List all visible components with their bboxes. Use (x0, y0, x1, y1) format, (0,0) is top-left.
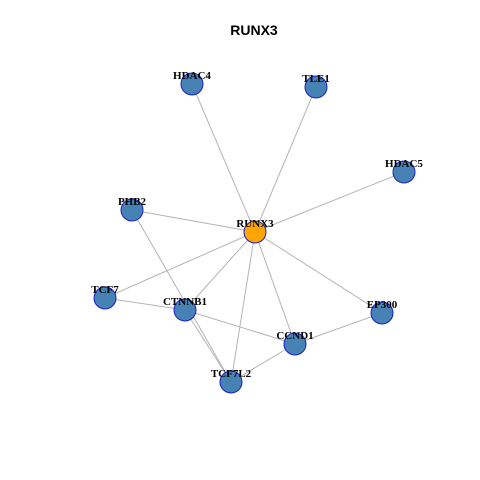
edge-tcf7-ctnnb1 (104, 297, 186, 311)
node-label-tcf7: TCF7 (91, 284, 119, 296)
edge-runx3-ctnnb1 (184, 231, 256, 311)
node-circle-runx3 (243, 220, 267, 244)
edge-runx3-tcf7 (104, 231, 256, 299)
node-circle-hdac5 (392, 160, 416, 184)
edge-ccnd1-tcf7l2 (230, 343, 296, 383)
node-label-phb2: PHB2 (118, 196, 147, 208)
node-runx3: RUNX3 (236, 218, 274, 244)
edge-runx3-hdac5 (254, 171, 405, 233)
node-hdac4: HDAC4 (173, 70, 211, 96)
node-label-ep300: EP300 (367, 299, 398, 311)
node-ctnnb1: CTNNB1 (163, 296, 207, 322)
node-label-ccnd1: CCND1 (276, 330, 313, 342)
edge-ctnnb1-tcf7l2 (184, 309, 232, 383)
node-label-runx3: RUNX3 (236, 218, 274, 230)
edge-runx3-hdac4 (191, 83, 256, 233)
edge-runx3-ep300 (254, 231, 383, 314)
node-ccnd1: CCND1 (276, 330, 314, 356)
node-label-ctnnb1: CTNNB1 (163, 296, 207, 308)
edge-ctnnb1-ccnd1 (184, 309, 296, 345)
edge-runx3-phb2 (131, 209, 256, 233)
node-tle1: TLE1 (302, 73, 330, 99)
edge-runx3-ccnd1 (254, 231, 296, 345)
node-circle-ep300 (370, 301, 394, 325)
node-label-hdac4: HDAC4 (173, 70, 211, 82)
edge-phb2-tcf7l2 (131, 209, 232, 383)
edge-layer (104, 83, 405, 383)
node-hdac5: HDAC5 (385, 158, 423, 184)
diagram-title: RUNX3 (230, 22, 278, 38)
node-label-tcf7l2: TCF7L2 (211, 368, 252, 380)
edge-runx3-tle1 (254, 86, 317, 233)
node-circle-tcf7l2 (219, 370, 243, 394)
node-ep300: EP300 (367, 299, 398, 325)
node-circle-hdac4 (180, 72, 204, 96)
node-circle-ctnnb1 (173, 298, 197, 322)
node-circle-phb2 (120, 198, 144, 222)
node-tcf7: TCF7 (91, 284, 119, 310)
node-label-hdac5: HDAC5 (385, 158, 423, 170)
node-circle-tcf7 (93, 286, 117, 310)
node-label-tle1: TLE1 (302, 73, 330, 85)
node-tcf7l2: TCF7L2 (211, 368, 252, 394)
edge-ccnd1-ep300 (294, 312, 383, 345)
node-phb2: PHB2 (118, 196, 147, 222)
node-circle-tle1 (304, 75, 328, 99)
node-circle-ccnd1 (283, 332, 307, 356)
edge-runx3-tcf7l2 (230, 231, 256, 383)
